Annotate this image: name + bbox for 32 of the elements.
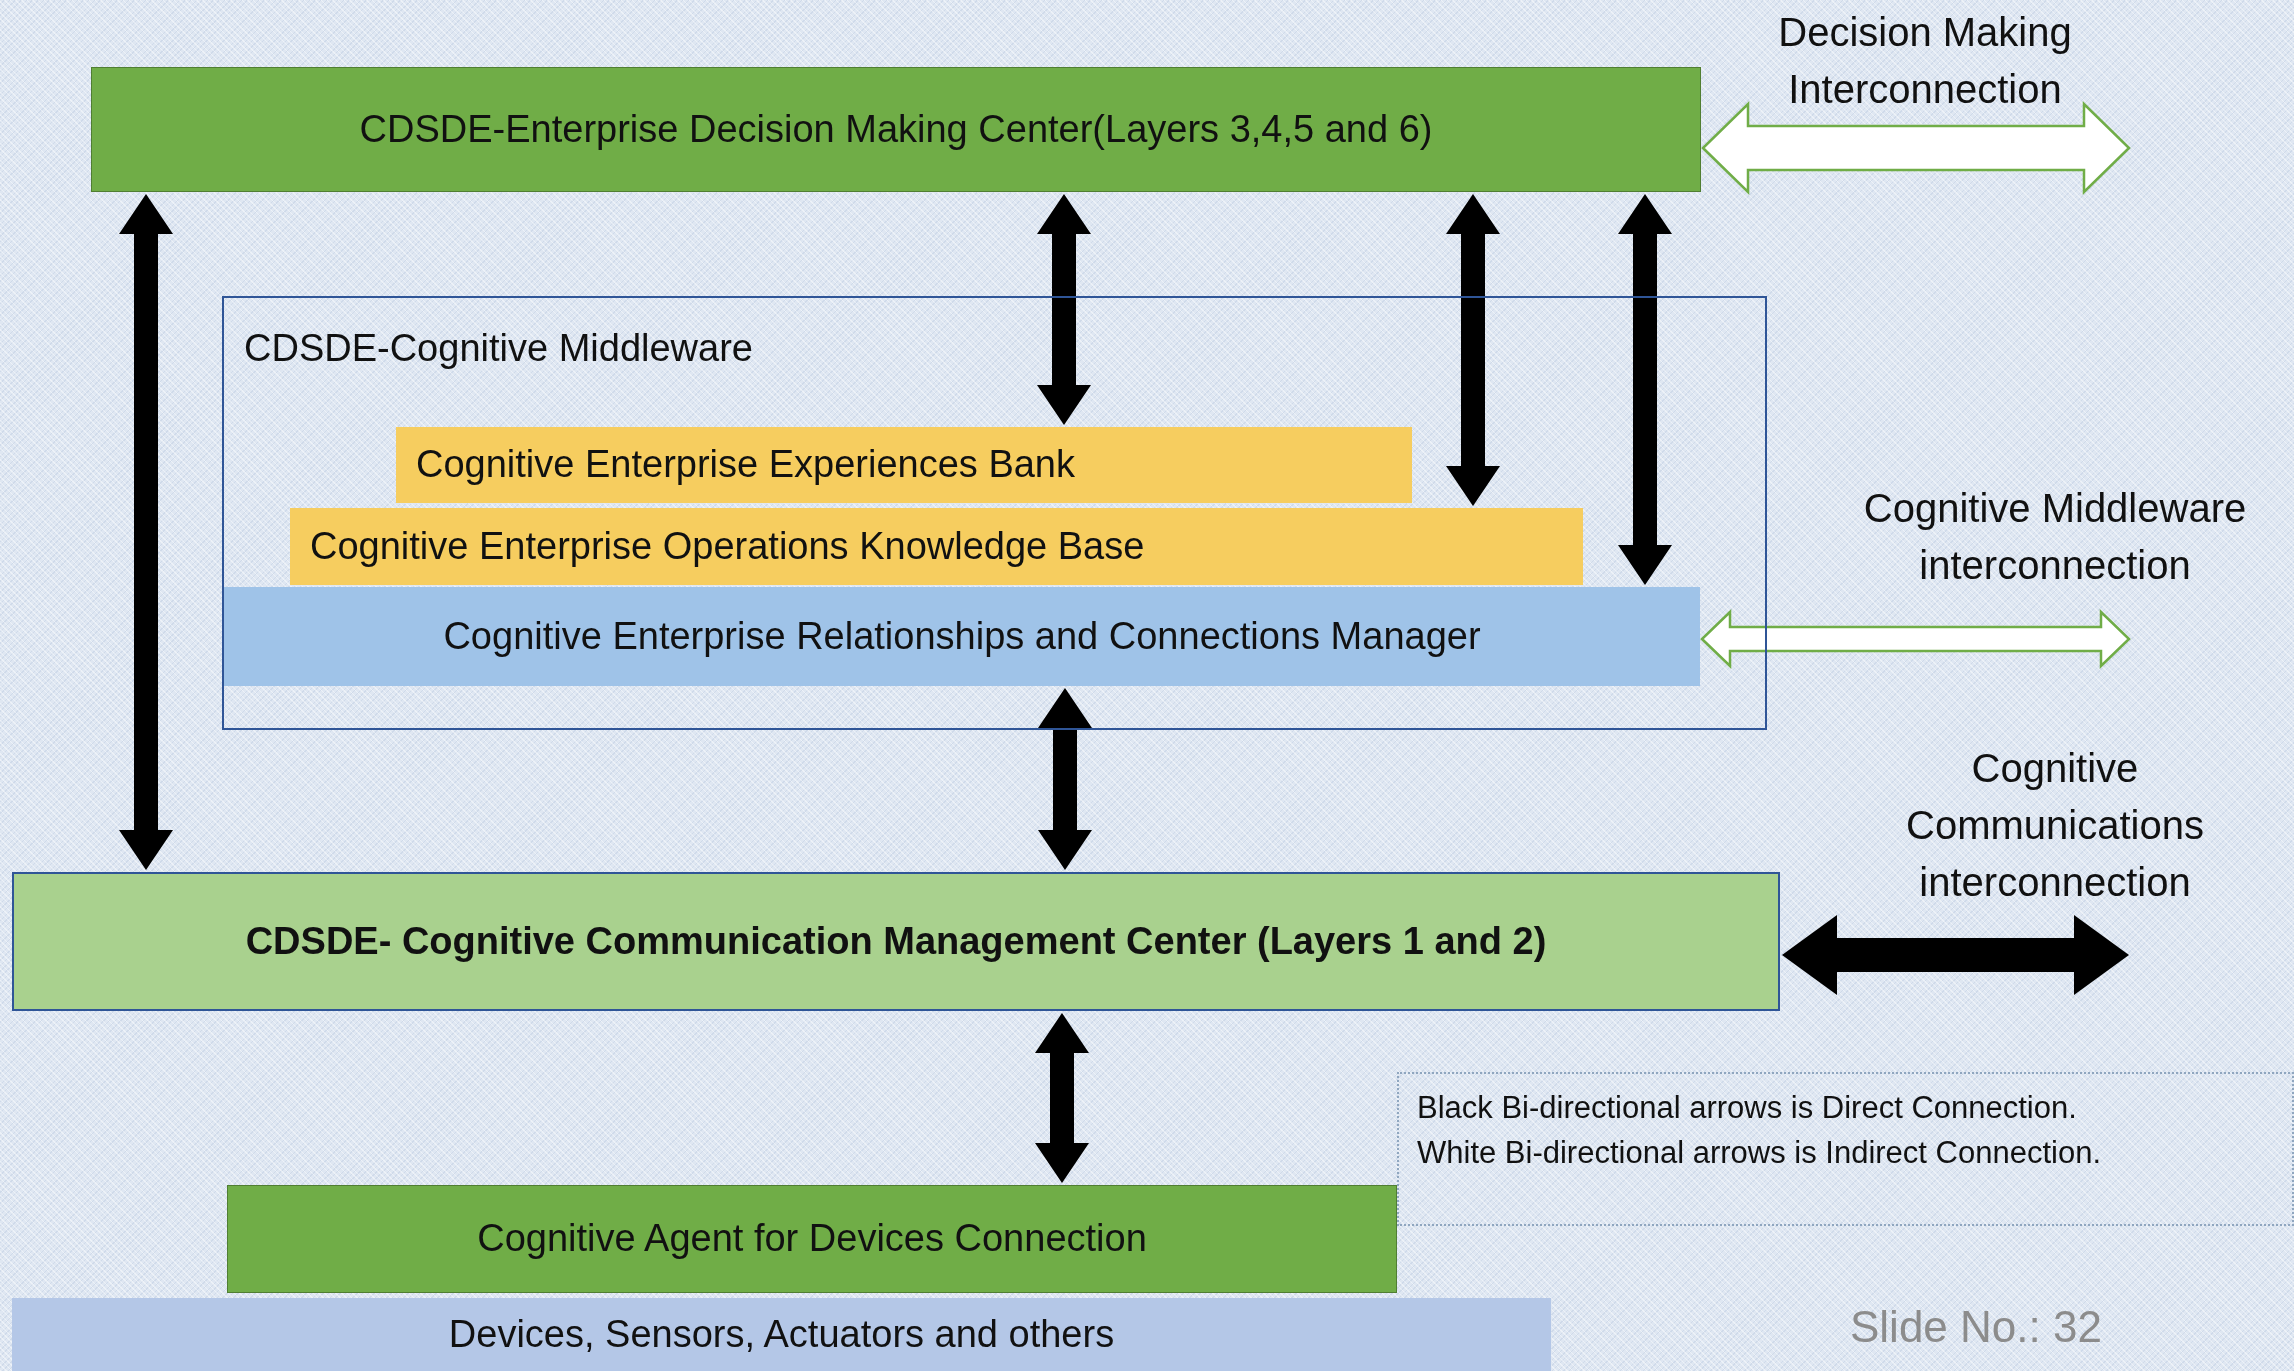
box-label: CDSDE-Cognitive Middleware bbox=[244, 326, 753, 371]
double-arrow bbox=[1037, 194, 1091, 425]
interconnection-label: Cognitive Middleware interconnection bbox=[1862, 485, 2248, 589]
double-arrow bbox=[1038, 688, 1092, 870]
double-arrow bbox=[1701, 101, 2131, 195]
middleware-panel bbox=[222, 296, 1767, 730]
double-arrow bbox=[1700, 609, 2131, 669]
double-arrow bbox=[1618, 194, 1672, 585]
interconnection-label: Cognitive Communications interconnection bbox=[1905, 745, 2205, 906]
decision-center-box bbox=[91, 67, 1701, 192]
agent-box bbox=[227, 1185, 1397, 1293]
box-label: Cognitive Agent for Devices Connection bbox=[477, 1216, 1147, 1262]
double-arrow bbox=[1446, 194, 1500, 506]
box-label: Cognitive Enterprise Experiences Bank bbox=[416, 442, 1075, 488]
box-label: CDSDE-Enterprise Decision Making Center(Layers 3,4,5 and 6) bbox=[359, 106, 1433, 152]
note-box bbox=[1397, 1072, 2294, 1226]
note-text: Black Bi-directional arrows is Direct Connection. bbox=[1417, 1089, 2077, 1127]
devices-bar bbox=[12, 1298, 1551, 1371]
box-label: CDSDE- Cognitive Communication Management Center (Layers 1 and 2) bbox=[245, 918, 1547, 964]
layer-bar bbox=[396, 427, 1412, 503]
box-label: Devices, Sensors, Actuators and others bbox=[448, 1311, 1115, 1357]
box-label: Cognitive Enterprise Relationships and Connections Manager bbox=[443, 613, 1481, 659]
double-arrow bbox=[1782, 915, 2129, 995]
note-text: White Bi-directional arrows is Indirect Connection. bbox=[1417, 1133, 2101, 1172]
communication-center-box bbox=[12, 872, 1780, 1011]
interconnection-label: Decision Making Interconnection bbox=[1777, 9, 2073, 113]
layer-bar bbox=[290, 508, 1583, 585]
layer-bar bbox=[224, 587, 1700, 686]
box-label: Cognitive Enterprise Operations Knowledge Base bbox=[310, 523, 1145, 569]
slide-number: Slide No.: 32 bbox=[1850, 1301, 2103, 1353]
double-arrow bbox=[119, 194, 173, 870]
double-arrow bbox=[1035, 1013, 1089, 1183]
